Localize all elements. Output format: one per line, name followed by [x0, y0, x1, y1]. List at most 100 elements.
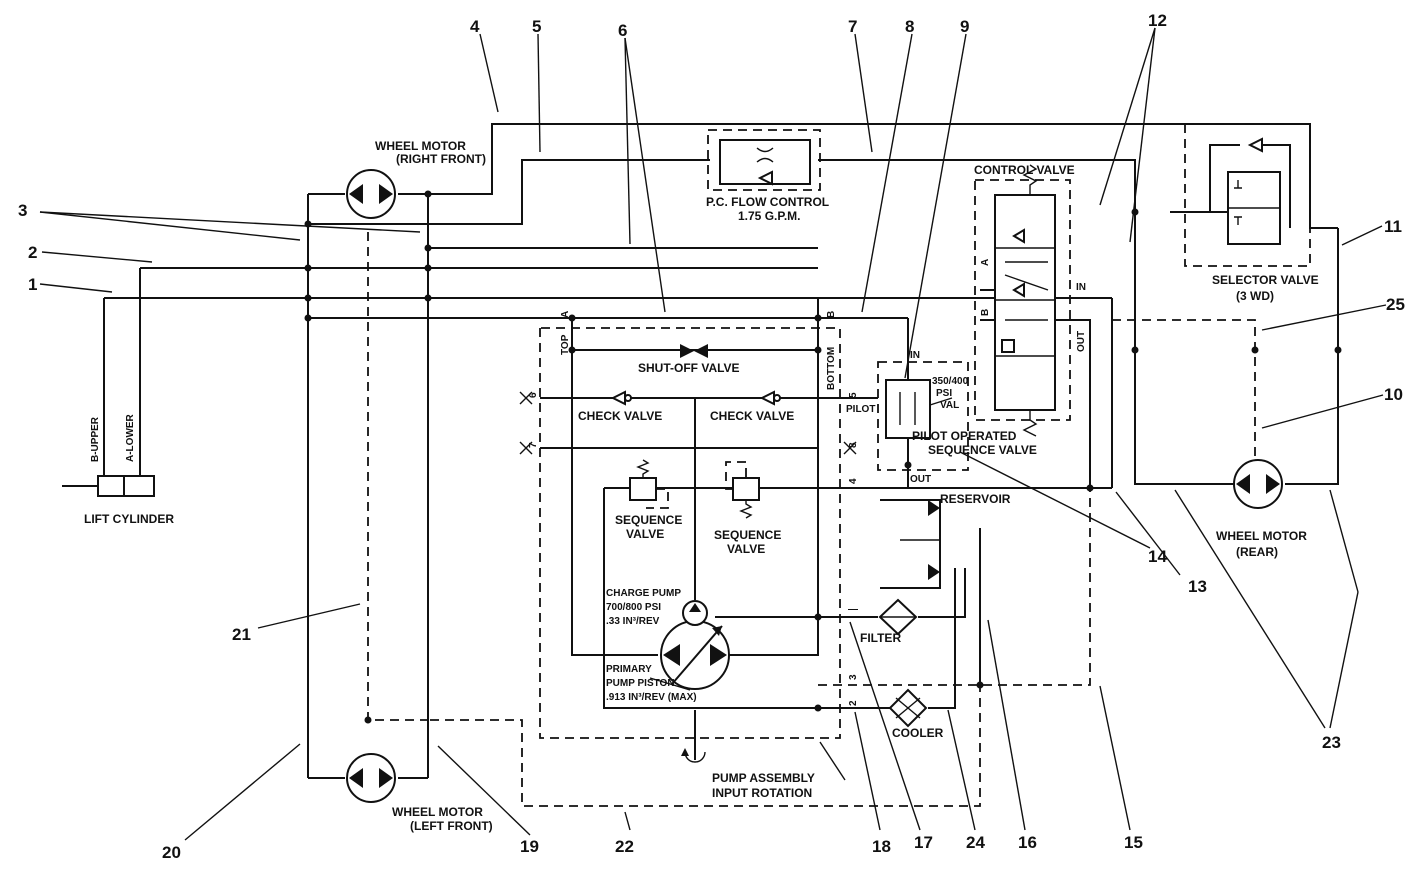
callout-15: 15 — [1124, 833, 1143, 852]
label-pump-assembly: PUMP ASSEMBLY — [712, 771, 815, 785]
label-wheel-motor-right-front: WHEEL MOTOR — [375, 139, 466, 153]
callout-19: 19 — [520, 837, 539, 856]
callout-18: 18 — [872, 837, 891, 856]
port-b-label: B — [826, 311, 837, 318]
sequence-valves — [629, 459, 760, 519]
callout-22: 22 — [615, 837, 634, 856]
port-6-label: 6 — [528, 392, 539, 398]
label-wheel-motor-right-front-sub: (RIGHT FRONT) — [396, 152, 486, 166]
reservoir — [880, 499, 941, 589]
pilot-operated-sequence-valve — [885, 379, 953, 439]
callout-10: 10 — [1384, 385, 1403, 404]
wheel-motor-left-front — [346, 753, 396, 803]
callout-2: 2 — [28, 243, 37, 262]
label-control-valve: CONTROL VALVE — [974, 163, 1075, 177]
callout-9: 9 — [960, 17, 969, 36]
port-out-label: OUT — [1076, 331, 1087, 352]
callout-14: 14 — [1148, 547, 1167, 566]
label-wheel-motor-left-front-sub: (LEFT FRONT) — [410, 819, 493, 833]
label-sequence-valve-left-sub: VALVE — [626, 527, 664, 541]
check-valves — [610, 390, 781, 406]
callout-16: 16 — [1018, 833, 1037, 852]
label-pc-flow-control: P.C. FLOW CONTROL — [706, 195, 829, 209]
callout-12: 12 — [1148, 11, 1167, 30]
label-wheel-motor-rear-sub: (REAR) — [1236, 545, 1278, 559]
label-check-valve-left: CHECK VALVE — [578, 409, 662, 423]
port-3-label: 3 — [848, 674, 859, 680]
callout-5: 5 — [532, 17, 541, 36]
port-in-label: IN — [1076, 282, 1086, 293]
label-wheel-motor-left-front: WHEEL MOTOR — [392, 805, 483, 819]
port-a-cv-label: A — [980, 259, 991, 266]
primary-pump — [660, 620, 730, 690]
callout-numbers: 1 2 3 4 5 6 7 8 9 10 11 12 13 14 15 16 1… — [18, 11, 1405, 862]
filter — [878, 598, 918, 636]
label-primary-piston: PUMP PISTON — [606, 678, 675, 689]
callout-21: 21 — [232, 625, 251, 644]
callout-3: 3 — [18, 201, 27, 220]
label-primary: PRIMARY — [606, 664, 652, 675]
lift-cylinder — [62, 475, 155, 497]
label-pilot-psi-unit: PSI — [936, 388, 952, 399]
port-out-seq-label: OUT — [910, 474, 931, 485]
callout-24: 24 — [966, 833, 985, 852]
callout-1: 1 — [28, 275, 37, 294]
callout-20: 20 — [162, 843, 181, 862]
label-filter: FILTER — [860, 631, 901, 645]
label-charge-pump-psi: 700/800 PSI — [606, 602, 661, 613]
label-reservoir: RESERVOIR — [940, 492, 1011, 506]
label-sequence-valve-right: SEQUENCE — [714, 528, 781, 542]
plug-markers — [519, 391, 857, 455]
shut-off-valve — [680, 344, 708, 358]
callout-13: 13 — [1188, 577, 1207, 596]
port-pilot-label: PILOT — [846, 404, 875, 415]
input-rotation-icon — [681, 748, 706, 763]
label-shut-off-valve: SHUT-OFF VALVE — [638, 361, 740, 375]
callout-8: 8 — [905, 17, 914, 36]
cooler — [888, 688, 928, 728]
callout-4: 4 — [470, 17, 480, 36]
hydraulic-lines — [103, 123, 1339, 779]
junction-dots — [304, 190, 1342, 724]
label-pc-flow-rate: 1.75 G.P.M. — [738, 209, 800, 223]
callout-17: 17 — [914, 833, 933, 852]
port-in-seq-label: IN — [910, 350, 920, 361]
port-b-cv-label: B — [980, 309, 991, 316]
port-minus-label: — — [848, 604, 858, 615]
port-labels: IN OUT A B IN OUT PILOT TOP BOTTOM A B 3… — [528, 259, 1087, 706]
callout-11: 11 — [1384, 217, 1402, 236]
label-primary-disp: .913 IN³/REV (MAX) — [606, 692, 697, 703]
label-selector-valve-sub: (3 WD) — [1236, 289, 1274, 303]
drain-lines — [367, 123, 1311, 807]
label-cooler: COOLER — [892, 726, 944, 740]
label-charge-pump-disp: .33 IN³/REV — [606, 616, 660, 627]
port-top-label: TOP — [560, 334, 571, 355]
label-input-rotation: INPUT ROTATION — [712, 786, 812, 800]
label-check-valve-right: CHECK VALVE — [710, 409, 794, 423]
label-pilot-psi: 350/400 — [932, 376, 969, 387]
control-valve — [994, 164, 1056, 437]
port-5-label: 5 — [848, 392, 859, 398]
wheel-motor-rear — [1233, 459, 1283, 509]
port-bottom-label: BOTTOM — [826, 347, 837, 390]
port-8-label: 8 — [848, 442, 859, 448]
label-a-lower: A-LOWER — [125, 413, 136, 462]
selector-valve — [1170, 137, 1291, 245]
port-7-label: 7 — [528, 442, 539, 448]
label-sequence-valve: SEQUENCE VALVE — [928, 443, 1037, 457]
callout-7: 7 — [848, 17, 857, 36]
callout-6: 6 — [618, 21, 627, 40]
label-pilot-operated: PILOT OPERATED — [912, 429, 1017, 443]
port-2-label: 2 — [848, 700, 859, 706]
label-b-upper: B-UPPER — [90, 416, 101, 462]
port-a-label: A — [560, 311, 571, 318]
leader-lines — [39, 27, 1387, 841]
label-pilot-val: VAL — [940, 400, 959, 411]
wheel-motor-right-front — [346, 169, 396, 219]
port-4-label: 4 — [848, 478, 859, 484]
label-charge-pump: CHARGE PUMP — [606, 588, 681, 599]
label-lift-cylinder: LIFT CYLINDER — [84, 512, 174, 526]
label-wheel-motor-rear: WHEEL MOTOR — [1216, 529, 1307, 543]
label-sequence-valve-left: SEQUENCE — [615, 513, 682, 527]
